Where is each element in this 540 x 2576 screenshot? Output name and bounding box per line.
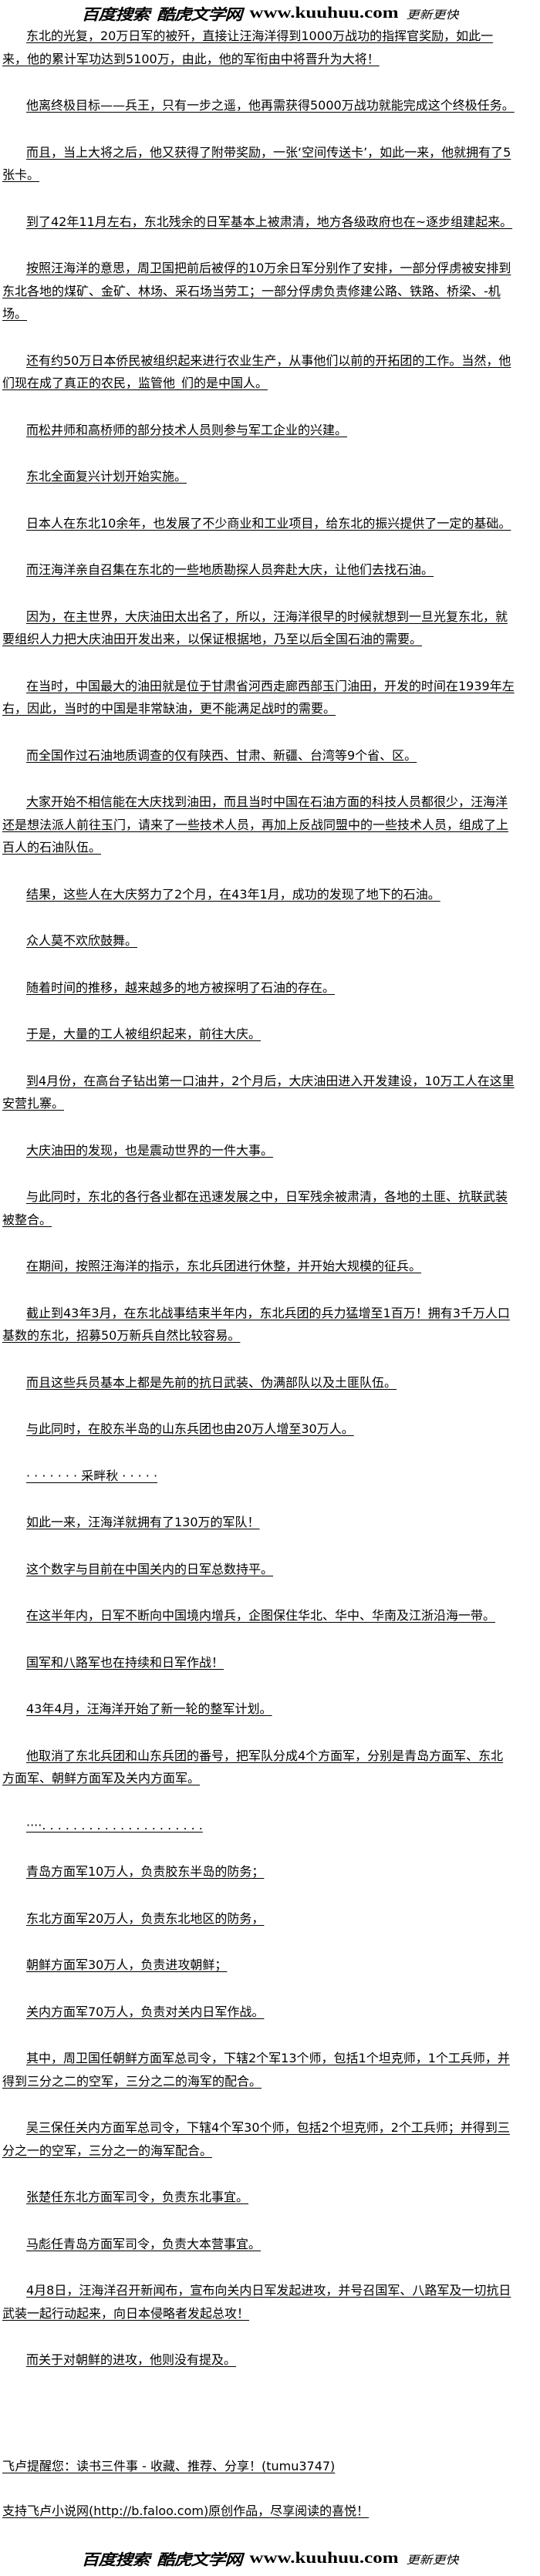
paragraph: 其中，周卫国任朝鲜方面军总司令，下辖2个军13个师，包括1个坦克师，1个工兵师，…	[2, 2051, 510, 2089]
paragraph: 吴三保任关内方面军总司令，下辖4个军30个师，包括2个坦克师，2个工兵师；并得到…	[2, 2120, 510, 2158]
paragraph: 而全国作过石油地质调查的仅有陕西、甘肃、新疆、台湾等9个省、区。	[26, 747, 417, 763]
paragraph: 马彪任青岛方面军司令，负责大本营事宜。	[26, 2236, 262, 2251]
paragraph: 朝鲜方面军30万人，负责进攻朝鲜；	[26, 1957, 228, 1972]
paragraph: 众人莫不欢欣鼓舞。	[26, 933, 138, 948]
paragraph: 国军和八路军也在持续和日军作战！	[26, 1654, 224, 1670]
paragraph: 而松井师和高桥师的部分技术人员则参与军工企业的兴建。	[26, 422, 348, 437]
paragraph: 因为，在主世界，大庆油田太出名了，所以，汪海洋很早的时候就想到一旦光复东北，就要…	[2, 609, 508, 647]
paragraph: 还有约50万日本侨民被组织起来进行农业生产，从事他们以前的开拓团的工作。当然，他…	[2, 352, 511, 391]
site-logo-footer: 百度搜索 酷虎文学网 www.kuuhuu.com 更新更快	[0, 2545, 540, 2571]
chapter-content: 东北的光复，20万日军的被歼，直接让汪海洋得到1000万战功的指挥官奖励，如此一…	[2, 25, 515, 2396]
logo-search-text: 百度搜索	[81, 2551, 150, 2569]
footer: 飞卢提醒您：读书三件事 - 收藏、推荐、分享！(tumu3747) 支持飞卢小说…	[2, 2455, 515, 2544]
paragraph: 而关于对朝鲜的进攻，他则没有提及。	[26, 2352, 237, 2367]
paragraph: 东北的光复，20万日军的被歼，直接让汪海洋得到1000万战功的指挥官奖励，如此一…	[2, 29, 494, 66]
paragraph: 于是，大量的工人被组织起来，前往大庆。	[26, 1027, 262, 1041]
paragraph: 到4月份，在高台子钻出第一口油井，2个月后，大庆油田进入开发建设，10万工人在这…	[2, 1073, 515, 1111]
paragraph: 关内方面军70万人，负责对关内日军作战。	[26, 2004, 265, 2019]
paragraph: 青岛方面军10万人，负责胶东半岛的防务；	[26, 1864, 265, 1879]
logo-site-name: 酷虎文学网	[157, 2551, 242, 2569]
paragraph: 截止到43年3月，在东北战事结束半年内，东北兵团的兵力猛增至1百万！拥有3千万人…	[2, 1305, 510, 1344]
paragraph: 这个数字与目前在中国关内的日军总数持平。	[26, 1561, 274, 1576]
paragraph: 在期间，按照汪海洋的指示，东北兵团进行休整，并开始大规模的征兵。	[26, 1259, 422, 1273]
paragraph: 大家开始不相信能在大庆找到油田，而且当时中国在石油方面的科技人员都很少，汪海洋还…	[2, 794, 509, 855]
footer-support-link[interactable]: 支持飞卢小说网(http://b.faloo.com)原创作品，尽享阅读的喜悦！	[2, 2503, 370, 2518]
paragraph: 东北全面复兴计划开始实施。	[26, 469, 187, 484]
paragraph: 东北方面军20万人，负责东北地区的防务，	[26, 1910, 265, 1926]
paragraph: 大庆油田的发现，也是震动世界的一件大事。	[26, 1142, 274, 1158]
paragraph: 如此一来，汪海洋就拥有了130万的军队！	[26, 1515, 260, 1529]
paragraph: 到了42年11月左右，东北残余的日军基本上被肃清，地方各级政府也在~逐步组建起来…	[26, 214, 513, 229]
paragraph: · · · · · · · 采畔秋 · · · · ·	[26, 1468, 158, 1483]
paragraph: 在当时，中国最大的油田就是位于甘肃省河西走廊西部玉门油田，开发的时间在1939年…	[2, 678, 515, 716]
paragraph: 与此同时，东北的各行各业都在迅速发展之中，日军残余被肃清，各地的土匪、抗联武装被…	[2, 1189, 508, 1227]
site-logo-header: 百度搜索 酷虎文学网 www.kuuhuu.com 更新更快	[0, 0, 540, 26]
paragraph: 随着时间的推移，越来越多的地方被探明了石油的存在。	[26, 979, 336, 995]
logo-slogan: 更新更快	[406, 2553, 459, 2567]
paragraph: 他离终极目标——兵王，只有一步之遥，他再需获得5000万战功就能完成这个终极任务…	[26, 98, 515, 113]
paragraph: 与此同时，在胶东半岛的山东兵团也由20万人增至30万人。	[26, 1421, 354, 1436]
logo-url: www.kuuhuu.com	[249, 4, 399, 22]
paragraph: 而且这些兵员基本上都是先前的抗日武装、伪满部队以及土匪队伍。	[26, 1374, 397, 1390]
paragraph: 他取消了东北兵团和山东兵团的番号，把军队分成4个方面军，分别是青岛方面军、东北方…	[2, 1748, 504, 1786]
paragraph: 4月8日，汪海洋召开新闻布，宣布向关内日军发起进攻，并号召国军、八路军及一切抗日…	[2, 2283, 511, 2321]
footer-reminder: 飞卢提醒您：读书三件事 - 收藏、推荐、分享！(tumu3747)	[2, 2459, 336, 2473]
paragraph: 43年4月，汪海洋开始了新一轮的整军计划。	[26, 1701, 272, 1716]
paragraph: 在这半年内，日军不断向中国境内增兵，企图保住华北、华中、华南及江浙沿海一带。	[26, 1608, 496, 1623]
paragraph: 而汪海洋亲自召集在东北的一些地质勘探人员奔赴大庆，让他们去找石油。	[26, 562, 434, 577]
logo-site-name: 酷虎文学网	[157, 5, 242, 24]
paragraph: 结果，这些人在大庆努力了2个月，在43年1月，成功的发现了地下的石油。	[26, 886, 440, 902]
paragraph: 而且，当上大将之后，他又获得了附带奖励，一张‘空间传送卡’，如此一来，他就拥有了…	[2, 144, 511, 183]
paragraph: 按照汪海洋的意思，周卫国把前后被俘的10万余日军分别作了安排，一部分俘虏被安排到…	[2, 261, 511, 321]
logo-search-text: 百度搜索	[81, 5, 150, 24]
paragraph: 日本人在东北10余年，也发展了不少商业和工业项目，给东北的振兴提供了一定的基础。	[26, 515, 511, 531]
logo-slogan: 更新更快	[406, 8, 459, 22]
paragraph: ····. . . . . . . . . . . . . . . . . . …	[26, 1817, 203, 1833]
logo-url: www.kuuhuu.com	[249, 2549, 399, 2568]
paragraph: 张楚任东北方面军司令，负责东北事宜。	[26, 2190, 249, 2204]
